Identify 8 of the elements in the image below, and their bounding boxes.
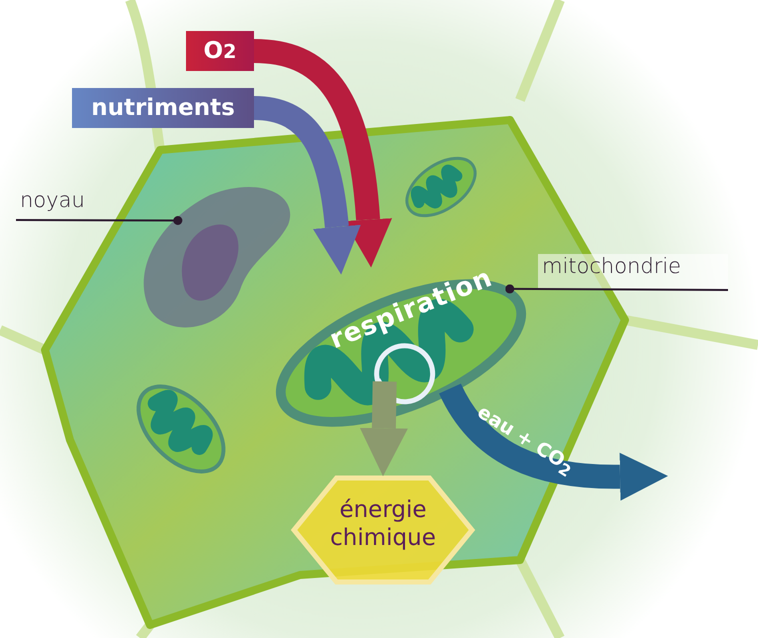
part-label: noyau	[16, 188, 106, 220]
leader-line	[16, 216, 182, 225]
hexagon-box	[290, 474, 476, 586]
input-tag: nutriments	[72, 88, 254, 128]
arrow	[360, 381, 408, 476]
part-label: mitochondrie	[538, 254, 728, 290]
energy-label: énergie chimique	[329, 496, 437, 552]
leader-line	[505, 284, 728, 294]
